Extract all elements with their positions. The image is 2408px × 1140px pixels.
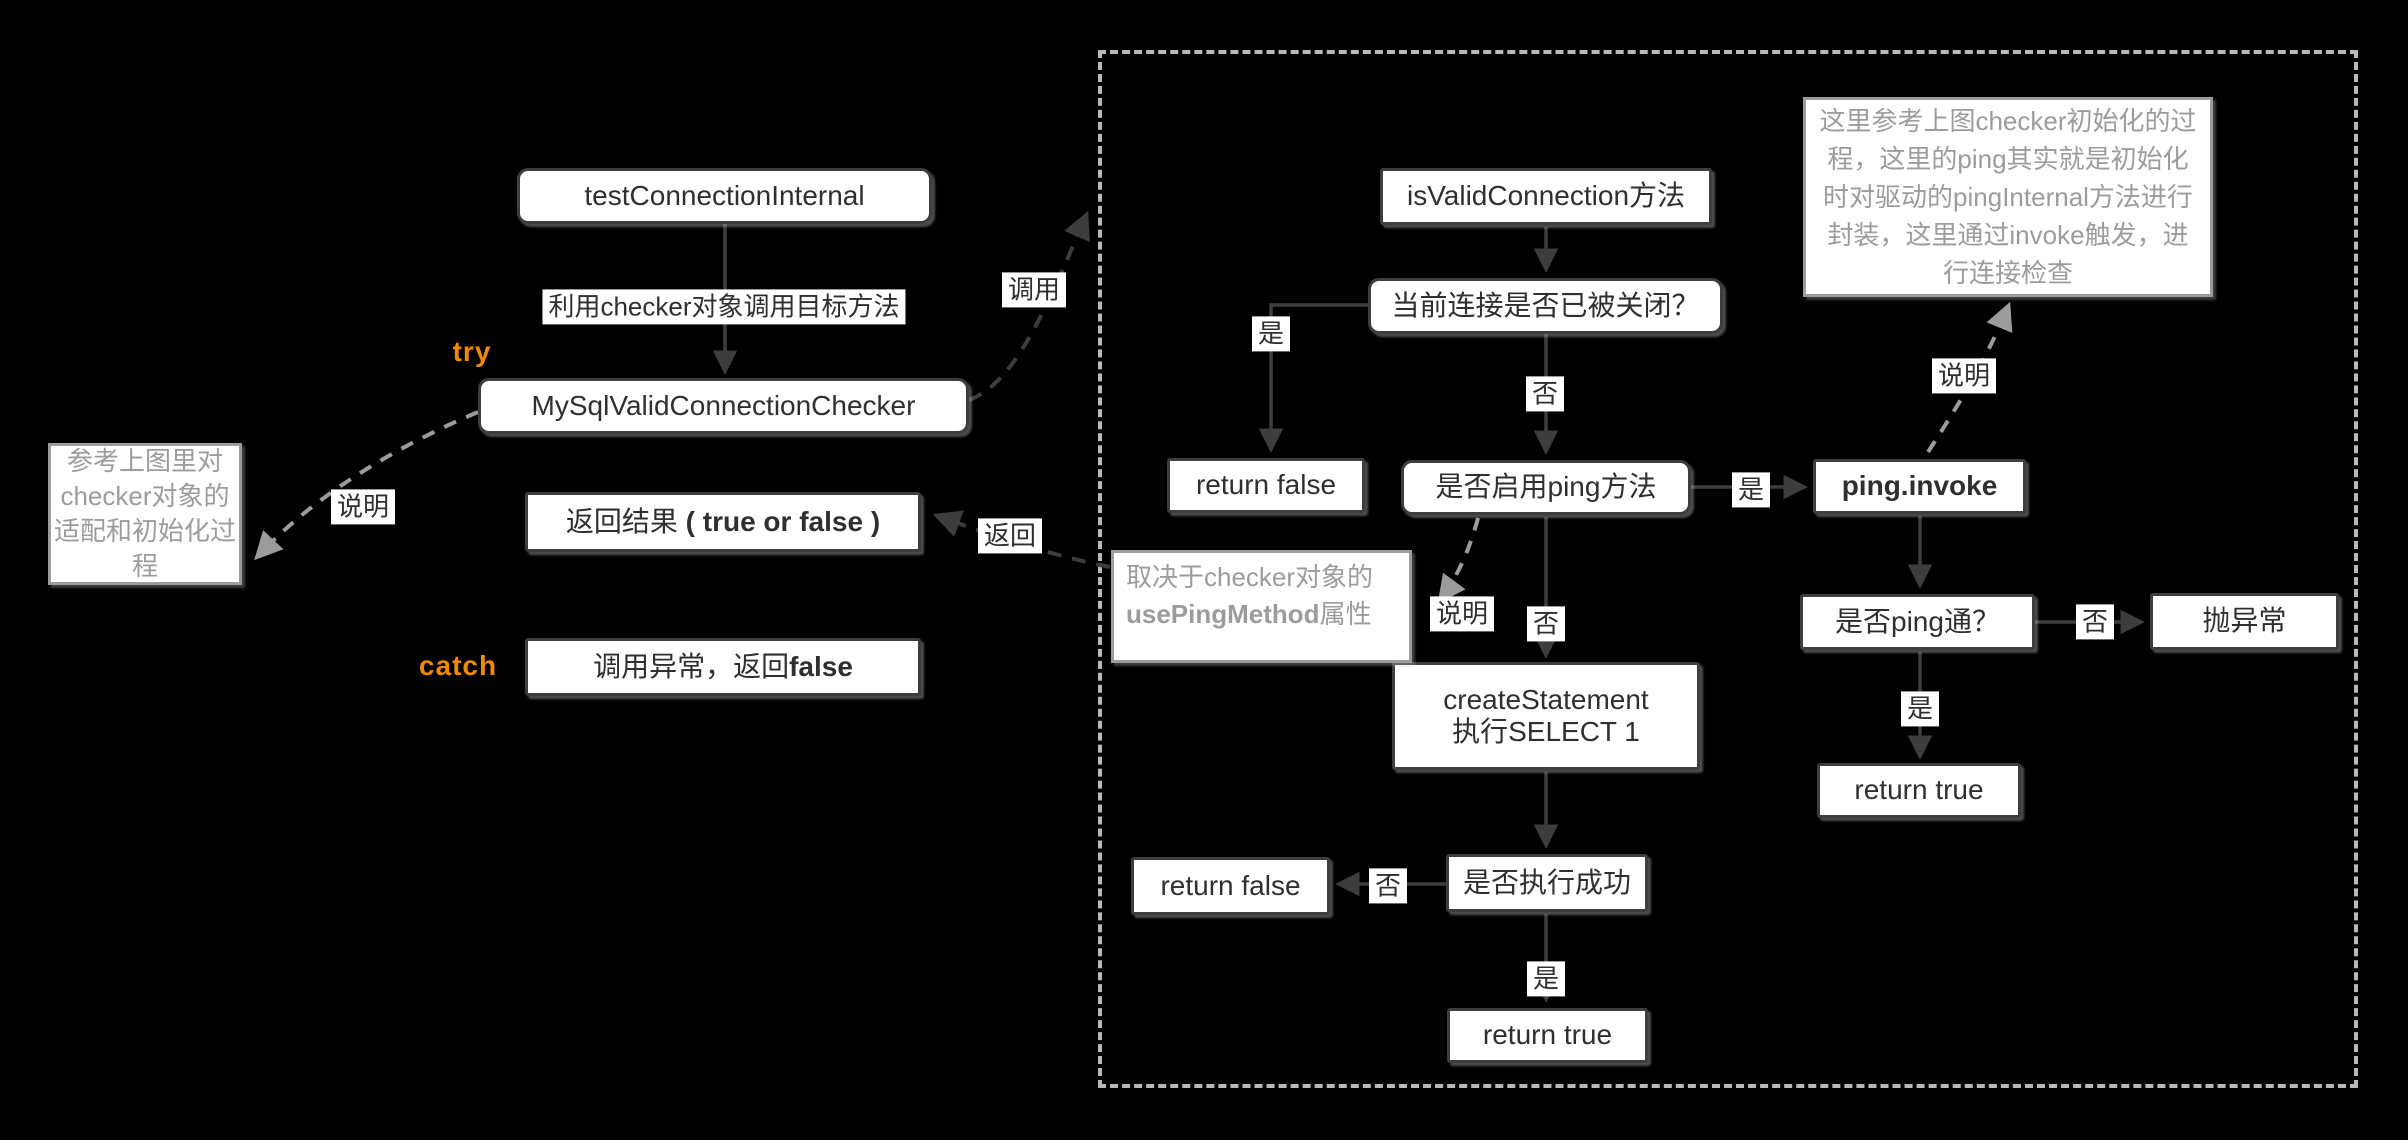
edge-label-no-pingok: 否 bbox=[2075, 604, 2115, 640]
catch-result-bold: false bbox=[789, 650, 853, 682]
note-use-ping-bold: usePingMethod bbox=[1126, 599, 1320, 629]
node-connection-closed-question: 当前连接是否已被关闭？ bbox=[1368, 278, 1723, 334]
node-use-ping-question: 是否启用ping方法 bbox=[1401, 460, 1691, 515]
return-result-bold: ( true or false ) bbox=[677, 505, 881, 537]
node-ping-invoke-label: ping.invoke bbox=[1841, 470, 1998, 502]
edge-label-note-right: 说明 bbox=[1931, 358, 1997, 394]
node-return-result: 返回结果 ( true or false ) bbox=[525, 492, 921, 552]
node-test-connection-internal: testConnectionInternal bbox=[517, 168, 932, 224]
node-create-statement-line2: 执行SELECT 1 bbox=[1452, 716, 1640, 747]
try-keyword: try bbox=[452, 336, 492, 367]
node-test-connection-internal-label: testConnectionInternal bbox=[584, 179, 865, 211]
node-return-false-closed-label: return false bbox=[1195, 469, 1337, 501]
node-ping-ok-label: 是否ping通？ bbox=[1835, 605, 2000, 637]
node-return-true-exec: return true bbox=[1447, 1008, 1648, 1063]
edge-label-yes-closed: 是 bbox=[1251, 316, 1291, 352]
note-use-ping-method: 取决于checker对象的 usePingMethod属性 bbox=[1111, 550, 1412, 663]
node-return-false-exec-label: return false bbox=[1160, 869, 1301, 901]
node-use-ping-label: 是否启用ping方法 bbox=[1435, 471, 1657, 503]
isvalid-flow-group-border bbox=[1098, 50, 2358, 1088]
arrow-note-left bbox=[254, 410, 479, 561]
edge-label-yes-pingok: 是 bbox=[1900, 691, 1940, 727]
node-throw-exception-label: 抛异常 bbox=[2202, 605, 2287, 637]
node-return-false-closed: return false bbox=[1167, 458, 1365, 513]
node-return-true-ping-label: return true bbox=[1854, 774, 1984, 806]
node-exec-success-question: 是否执行成功 bbox=[1446, 854, 1648, 912]
node-is-valid-connection: isValidConnection方法 bbox=[1380, 168, 1712, 225]
note-use-ping-pre: 取决于checker对象的 bbox=[1126, 562, 1374, 592]
arrow-invoke-call bbox=[968, 210, 1090, 402]
return-result-text: 返回结果 bbox=[565, 505, 678, 537]
note-ping-internal-explanation: 这里参考上图checker初始化的过程，这里的ping其实就是初始化时对驱动的p… bbox=[1803, 97, 2213, 297]
node-catch-result: 调用异常，返回false bbox=[525, 638, 921, 696]
node-return-false-exec: return false bbox=[1131, 857, 1330, 915]
node-mysql-valid-connection-checker: MySqlValidConnectionChecker bbox=[478, 378, 969, 434]
arrow-closedq-yes-returnfalse bbox=[1258, 303, 1368, 453]
note-checker-adaptation-text: 参考上图里对checker对象的适配和初始化过程 bbox=[53, 446, 236, 581]
node-is-valid-connection-label: isValidConnection方法 bbox=[1406, 180, 1686, 212]
node-create-statement-line1: createStatement bbox=[1443, 683, 1649, 715]
node-return-true-ping: return true bbox=[1817, 763, 2021, 818]
edge-label-use-checker: 利用checker对象调用目标方法 bbox=[542, 289, 906, 325]
edge-label-note-left: 说明 bbox=[330, 489, 396, 525]
edge-label-no-exec: 否 bbox=[1368, 868, 1408, 904]
node-ping-ok-question: 是否ping通？ bbox=[1800, 594, 2035, 650]
catch-keyword: catch bbox=[418, 650, 498, 681]
edge-label-no-closed: 否 bbox=[1525, 376, 1565, 412]
node-exec-success-label: 是否执行成功 bbox=[1462, 866, 1631, 898]
edge-label-no-ping: 否 bbox=[1526, 606, 1566, 642]
edge-label-return: 返回 bbox=[977, 518, 1043, 554]
catch-result-text: 调用异常，返回 bbox=[593, 650, 790, 682]
edge-label-yes-exec: 是 bbox=[1526, 961, 1566, 997]
note-checker-adaptation: 参考上图里对checker对象的适配和初始化过程 bbox=[48, 443, 242, 585]
note-ping-internal-text: 这里参考上图checker初始化的过程，这里的ping其实就是初始化时对驱动的p… bbox=[1819, 106, 2197, 288]
arrow-return-result bbox=[932, 510, 1111, 569]
arrow-note-middle bbox=[1437, 517, 1480, 604]
node-create-statement: createStatement 执行SELECT 1 bbox=[1392, 662, 1700, 770]
node-ping-invoke: ping.invoke bbox=[1813, 459, 2026, 514]
edge-label-note-middle: 说明 bbox=[1429, 596, 1495, 632]
node-throw-exception: 抛异常 bbox=[2150, 593, 2339, 650]
node-return-true-exec-label: return true bbox=[1482, 1019, 1613, 1051]
edge-label-invoke: 调用 bbox=[1001, 272, 1067, 308]
note-use-ping-post: 属性 bbox=[1319, 599, 1372, 629]
node-connection-closed-label: 当前连接是否已被关闭？ bbox=[1391, 289, 1700, 321]
node-checker-label: MySqlValidConnectionChecker bbox=[531, 389, 916, 421]
edge-label-yes-ping: 是 bbox=[1731, 472, 1771, 508]
